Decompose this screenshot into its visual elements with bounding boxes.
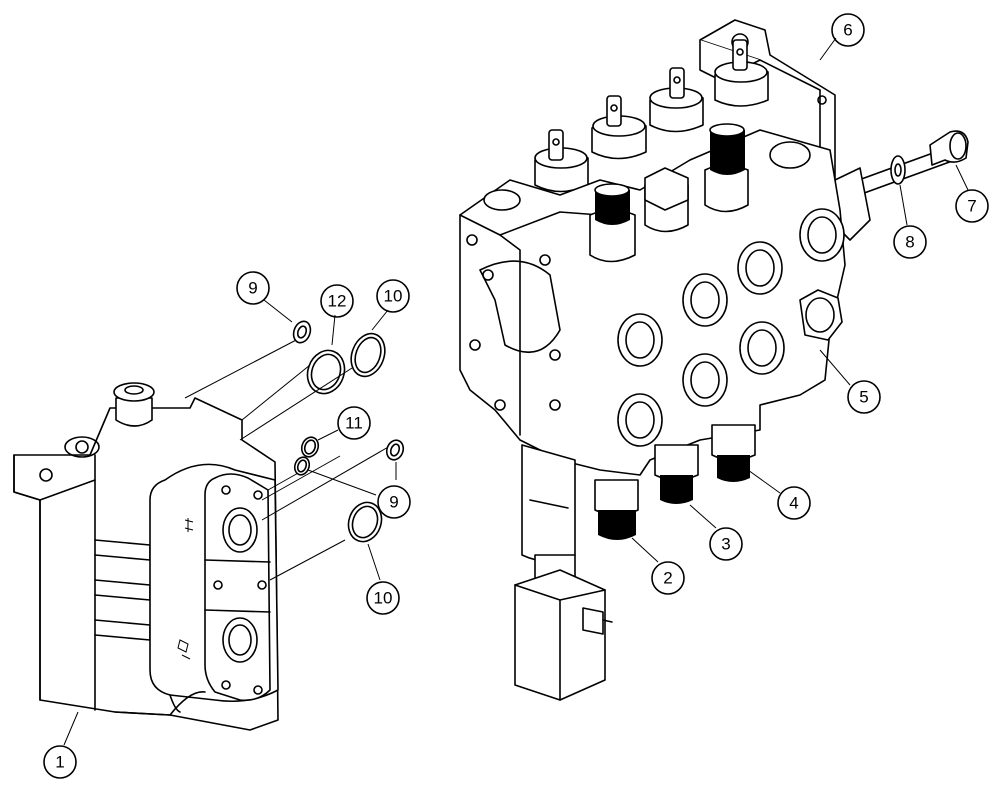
callout-3-label: 3 xyxy=(721,535,730,554)
callout-12: 12 xyxy=(320,284,354,318)
callout-8: 8 xyxy=(893,225,927,259)
callout-8-label: 8 xyxy=(905,233,914,252)
callout-9-upper-label: 9 xyxy=(248,279,257,298)
callout-10-lower-label: 10 xyxy=(374,589,393,608)
inlet-housing xyxy=(13,382,279,731)
callout-12-label: 12 xyxy=(328,292,347,311)
callout-4-label: 4 xyxy=(789,494,798,513)
callout-7-label: 7 xyxy=(967,197,976,216)
exploded-view-guide-lines xyxy=(184,337,391,581)
callout-5-label: 5 xyxy=(859,388,868,407)
callout-leaders xyxy=(63,37,969,746)
callout-10-lower: 10 xyxy=(366,581,400,615)
callout-2: 2 xyxy=(651,561,685,595)
callout-9-lower: 9 xyxy=(377,485,411,519)
callout-9-upper: 9 xyxy=(236,271,270,305)
callout-5: 5 xyxy=(847,380,881,414)
callout-4: 4 xyxy=(777,486,811,520)
callout-2-label: 2 xyxy=(663,569,672,588)
valve-stack xyxy=(459,19,969,701)
callout-9-lower-label: 9 xyxy=(389,493,398,512)
callout-7: 7 xyxy=(955,189,989,223)
callout-3: 3 xyxy=(709,527,743,561)
seal-rings xyxy=(292,320,405,543)
callout-1-label: 1 xyxy=(55,753,64,772)
callout-10-upper-label: 10 xyxy=(384,287,403,306)
callout-11-label: 11 xyxy=(345,414,363,433)
callout-11: 11 xyxy=(337,406,371,440)
callout-1: 1 xyxy=(43,745,77,779)
spool-caps xyxy=(534,39,769,193)
callout-10-upper: 10 xyxy=(376,279,410,313)
callout-6-label: 6 xyxy=(843,21,852,40)
callout-6: 6 xyxy=(831,13,865,47)
